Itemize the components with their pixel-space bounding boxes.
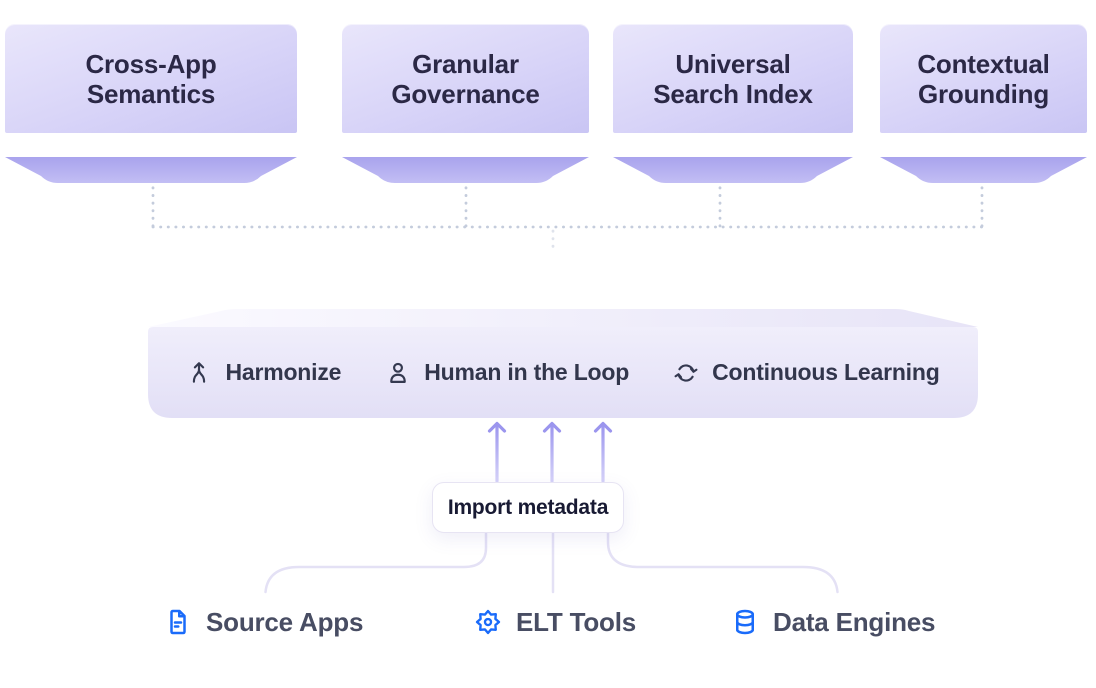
- feature-box-title: Cross-App Semantics: [85, 49, 216, 109]
- platform-item-harmonize: Harmonize: [186, 359, 341, 386]
- feature-title-line1: Cross-App: [85, 48, 217, 79]
- platform-bar: Harmonize Human in the Loop Continuous L…: [148, 327, 978, 418]
- feature-box-title: Granular Governance: [391, 49, 539, 109]
- feature-box-title: Universal Search Index: [653, 48, 813, 109]
- platform-item-label: Continuous Learning: [712, 359, 940, 385]
- feature-box-face: Contextual Grounding: [880, 24, 1087, 133]
- document-icon: [170, 609, 186, 635]
- import-arrows: [487, 421, 613, 483]
- feature-title-line2: Grounding: [917, 78, 1050, 109]
- feature-box-bevel: [5, 157, 297, 183]
- database-icon: [736, 609, 754, 635]
- source-item-elt-tools: ELT Tools: [473, 598, 636, 646]
- source-item-label: Source Apps: [206, 606, 364, 637]
- feature-box-bevel: [613, 157, 853, 183]
- merge-icon: [193, 361, 206, 383]
- feature-box-face: Universal Search Index: [613, 24, 853, 133]
- person-icon: [390, 362, 407, 383]
- feature-box-granular-governance: Granular Governance: [342, 24, 589, 183]
- feature-title-line2: Search Index: [653, 78, 813, 109]
- sync-icon: [674, 363, 698, 382]
- platform-item-continuous-learning: Continuous Learning: [673, 359, 940, 386]
- platform-slab: [148, 309, 978, 418]
- feature-title-line1: Contextual: [917, 48, 1050, 79]
- feature-box-bevel: [880, 157, 1087, 183]
- platform-item-label: Human in the Loop: [424, 359, 630, 385]
- feature-box-contextual-grounding: Contextual Grounding: [880, 24, 1087, 183]
- source-connectors: [264, 530, 839, 594]
- import-metadata-badge: Import metadata: [432, 482, 624, 533]
- feature-box-face: Cross-App Semantics: [5, 24, 297, 133]
- platform-item-human-in-the-loop: Human in the Loop: [385, 359, 629, 386]
- source-item-label: Data Engines: [773, 606, 936, 637]
- gear-icon: [475, 609, 501, 635]
- platform-top-face: [148, 309, 978, 327]
- dotted-connectors: [151, 163, 985, 249]
- feature-title-line2: Semantics: [86, 78, 216, 109]
- feature-box-title: Contextual Grounding: [917, 48, 1050, 109]
- import-metadata-label: Import metadata: [447, 495, 609, 519]
- feature-box-cross-app-semantics: Cross-App Semantics: [5, 24, 297, 183]
- platform-item-label: Harmonize: [225, 359, 342, 385]
- platform-front-face: [148, 327, 978, 418]
- source-item-source-apps: Source Apps: [163, 598, 363, 646]
- feature-box-universal-search-index: Universal Search Index: [613, 24, 853, 183]
- source-item-data-engines: Data Engines: [730, 598, 936, 646]
- feature-box-bevel: [342, 157, 589, 183]
- feature-title-line1: Universal: [675, 48, 791, 79]
- source-item-label: ELT Tools: [516, 606, 636, 637]
- feature-title-line1: Granular: [412, 48, 519, 79]
- feature-title-line2: Governance: [391, 78, 540, 109]
- feature-box-face: Granular Governance: [342, 24, 589, 133]
